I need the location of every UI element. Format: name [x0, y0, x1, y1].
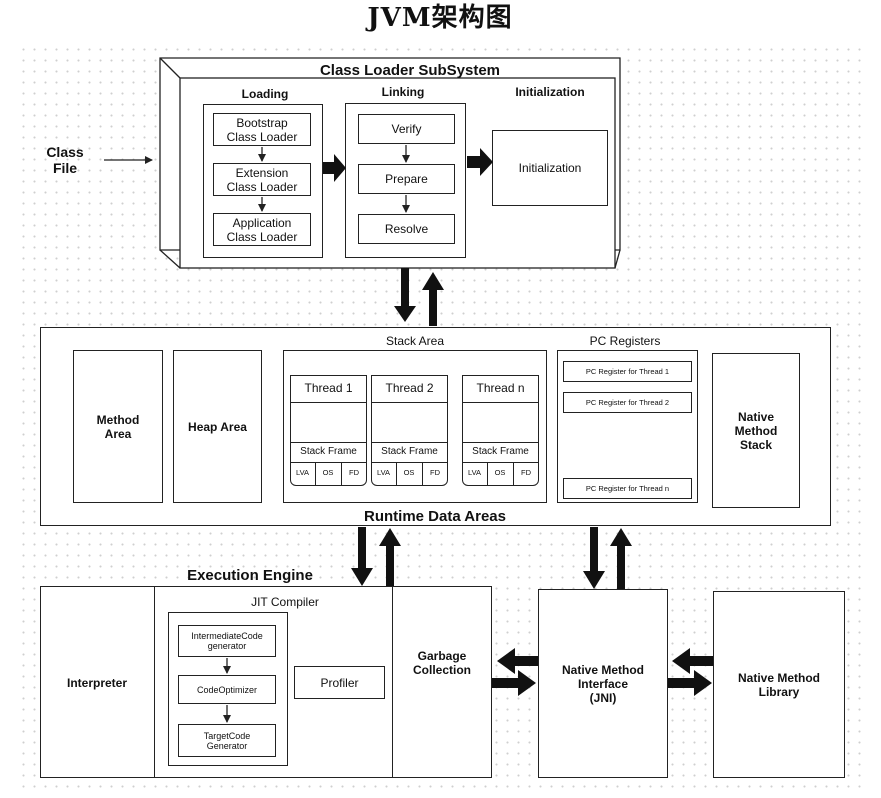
thread-1-cell-sep-1	[315, 462, 316, 486]
thread-n-os: OS	[494, 468, 506, 477]
thread-n-name: Thread n	[476, 381, 525, 395]
thread-2-frame-top	[371, 442, 448, 443]
method-area: Method Area	[73, 350, 163, 503]
thread-1-divider	[290, 402, 367, 403]
thread-n-column	[462, 375, 539, 486]
thread-1-os: OS	[322, 468, 334, 477]
resolve-box: Resolve	[358, 214, 455, 244]
bootstrap-class-loader: Bootstrap Class Loader	[213, 113, 311, 146]
thread-n-lva: LVA	[467, 468, 482, 477]
thread-n-divider	[462, 402, 539, 403]
native-method-interface: Native Method Interface (JNI)	[538, 589, 668, 778]
thread-n-cell-sep-1	[487, 462, 488, 486]
thread-2-lva: LVA	[376, 468, 391, 477]
thread-2-os: OS	[403, 468, 415, 477]
initialization-title: Initialization	[515, 85, 585, 99]
thread-2-cells-top	[371, 462, 448, 463]
thread-1-stack-frame: Stack Frame	[300, 446, 357, 457]
native-method-library: Native Method Library	[713, 591, 845, 778]
thread-1-column	[290, 375, 367, 486]
native-method-stack: Native Method Stack	[712, 353, 800, 508]
thread-2-cell-sep-2	[422, 462, 423, 486]
thread-n-cell-sep-2	[513, 462, 514, 486]
thread-1-lva: LVA	[295, 468, 310, 477]
profiler: Profiler	[294, 666, 385, 699]
stack-area-title: Stack Area	[385, 334, 445, 348]
jit-compiler-title: JIT Compiler	[251, 595, 319, 609]
extension-class-loader: Extension Class Loader	[213, 163, 311, 196]
interpreter-divider	[154, 586, 155, 778]
thread-n-stack-frame: Stack Frame	[472, 446, 529, 457]
pc-register-thread-2: PC Register for Thread 2	[563, 392, 692, 413]
class-file-label: Class File	[46, 144, 84, 177]
application-class-loader: Application Class Loader	[213, 213, 311, 246]
thread-1-cells-top	[290, 462, 367, 463]
initialization-box: Initialization	[492, 130, 608, 206]
thread-2-fd: FD	[430, 468, 440, 477]
runtime-title: Runtime Data Areas	[364, 508, 506, 525]
target-code-generator: TargetCode Generator	[178, 724, 276, 757]
interpreter: Interpreter	[66, 676, 128, 690]
thread-2-stack-frame: Stack Frame	[381, 446, 438, 457]
thread-2-column	[371, 375, 448, 486]
pc-registers-title: PC Registers	[589, 334, 661, 348]
thread-2-divider	[371, 402, 448, 403]
linking-title: Linking	[381, 85, 425, 99]
thread-n-frame-top	[462, 442, 539, 443]
verify-box: Verify	[358, 114, 455, 144]
thread-1-cell-sep-2	[341, 462, 342, 486]
loading-title: Loading	[241, 87, 289, 101]
gc-divider	[392, 586, 393, 778]
thread-2-name: Thread 2	[385, 381, 434, 395]
pc-register-thread-1: PC Register for Thread 1	[563, 361, 692, 382]
thread-2-cell-sep-1	[396, 462, 397, 486]
garbage-collection: Garbage Collection	[412, 649, 471, 677]
intermediate-code-generator: IntermediateCode generator	[178, 625, 276, 657]
thread-1-name: Thread 1	[304, 381, 353, 395]
thread-1-frame-top	[290, 442, 367, 443]
prepare-box: Prepare	[358, 164, 455, 194]
pc-register-thread-n: PC Register for Thread n	[563, 478, 692, 499]
thread-n-fd: FD	[521, 468, 531, 477]
thread-n-cells-top	[462, 462, 539, 463]
page-title: JVM架构图	[367, 3, 513, 33]
code-optimizer: CodeOptimizer	[178, 675, 276, 704]
execution-engine-title: Execution Engine	[187, 567, 313, 584]
heap-area: Heap Area	[173, 350, 262, 503]
class-loader-title: Class Loader SubSystem	[319, 62, 501, 79]
thread-1-fd: FD	[349, 468, 359, 477]
